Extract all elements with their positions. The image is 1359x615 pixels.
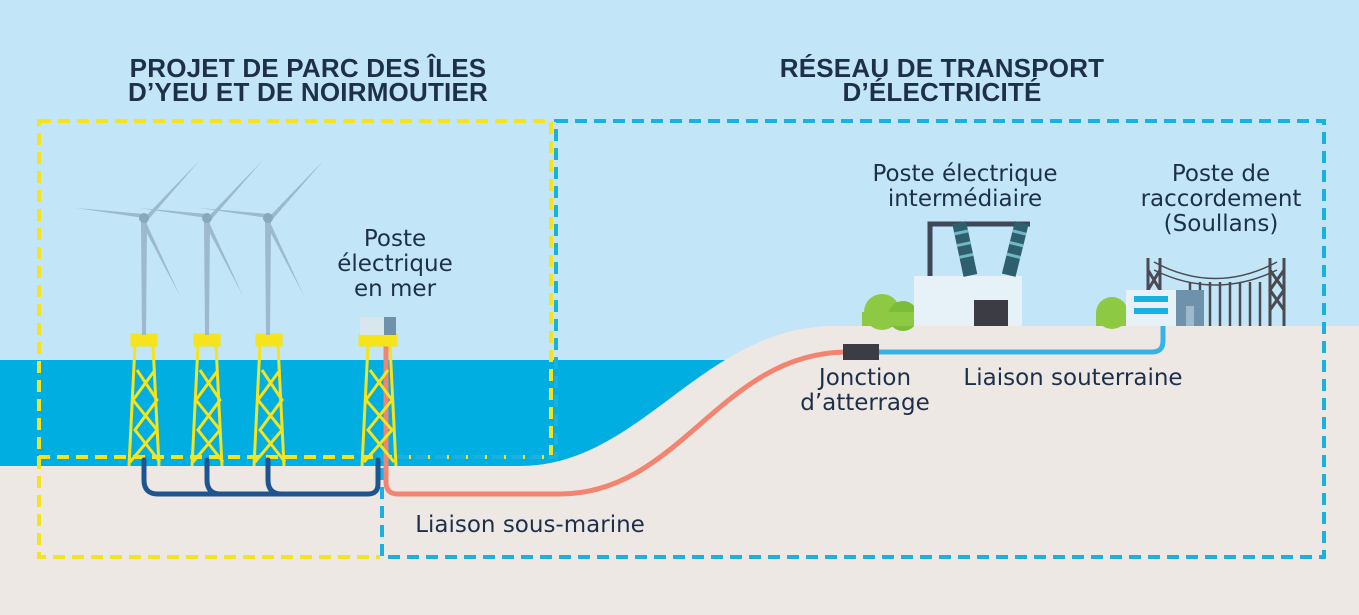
intermediate-substation-label: Poste électrique intermédiaire bbox=[872, 161, 1058, 212]
connection-substation bbox=[1096, 258, 1286, 329]
offshore-substation bbox=[360, 317, 396, 335]
landing-junction-label: Jonction d’atterrage bbox=[800, 365, 930, 416]
turbine-1 bbox=[76, 160, 200, 335]
landing-junction-box bbox=[843, 344, 879, 360]
turbine-2 bbox=[139, 160, 263, 335]
park-zone-title: PROJET DE PARC DES ÎLES D’YEU ET DE NOIR… bbox=[128, 53, 488, 107]
park-zone-border bbox=[37, 119, 553, 459]
underground-cable bbox=[876, 317, 1166, 355]
wind-turbines bbox=[76, 160, 324, 335]
intermediate-substation bbox=[862, 221, 1030, 331]
grid-zone-title: RÉSEAU DE TRANSPORT D’ÉLECTRICITÉ bbox=[779, 53, 1105, 107]
underground-link-label: Liaison souterraine bbox=[963, 365, 1183, 391]
grid-zone-border bbox=[380, 119, 1326, 559]
connection-substation-label: Poste de raccordement (Soullans) bbox=[1140, 161, 1302, 237]
turbine-3 bbox=[200, 160, 324, 335]
subsea-cable bbox=[383, 342, 848, 497]
offshore-substation-label: Poste électrique en mer bbox=[337, 226, 453, 302]
turbine-foundations bbox=[127, 333, 398, 467]
array-cables bbox=[141, 457, 381, 497]
subsea-link-label: Liaison sous-marine bbox=[415, 512, 645, 538]
park-zone-border-lower bbox=[37, 457, 380, 559]
land bbox=[0, 326, 1359, 615]
